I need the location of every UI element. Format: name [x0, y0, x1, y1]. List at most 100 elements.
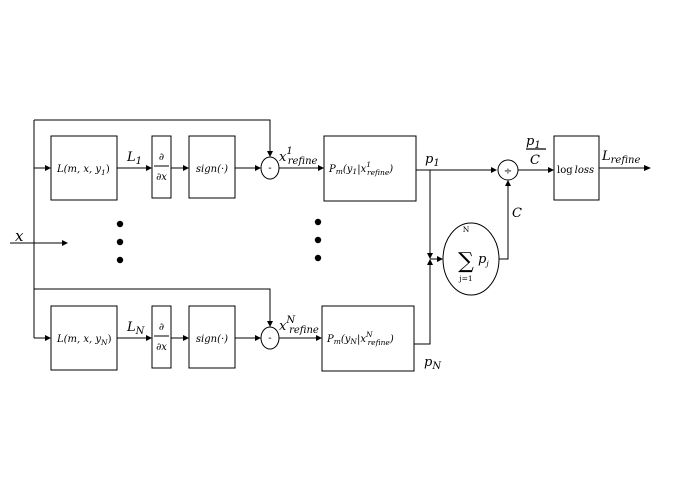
svg-text:LN: LN	[126, 320, 146, 337]
top-prob-bar: |x	[357, 164, 366, 175]
left-ellipsis	[116, 220, 124, 264]
right-ellipsis-dot	[314, 236, 322, 244]
bottom-prob-fn-m: m	[334, 337, 341, 346]
top-prob-out-sub: 1	[433, 158, 439, 169]
input-arrowhead	[62, 240, 68, 246]
log-loss-out-sub: refine	[611, 155, 641, 166]
bottom-prob-arg: (y	[341, 334, 351, 345]
bottom-minus-out-arrowhead	[316, 335, 322, 341]
ratio-numerator: p	[526, 134, 535, 149]
bottom-loss-block: L(m, x, yN)	[50, 305, 118, 371]
top-prob-close: )	[388, 164, 393, 175]
top-minus-out-arrowhead	[318, 165, 324, 171]
top-loss-fn-sub: 1	[101, 168, 106, 177]
right-ellipsis-dot	[314, 254, 322, 262]
top-prob-out-label: p	[425, 152, 434, 167]
top-minus-symbol: -	[268, 163, 271, 174]
bottom-prob-bar-sup: N	[365, 330, 373, 339]
sum-input-arrowhead	[437, 256, 443, 262]
bottom-prob-out-sub: N	[431, 361, 442, 372]
bottom-refined-label: x	[279, 319, 287, 334]
sum-out-arrowhead	[505, 180, 511, 186]
bottom-prob-out-arrowhead	[427, 259, 433, 265]
top-loss-out-label: L	[126, 150, 136, 165]
top-prob-bar-sup: 1	[366, 160, 371, 169]
top-sign-out-arrowhead	[255, 165, 261, 171]
left-ellipsis-dot	[116, 238, 124, 246]
svg-text:p1: p1	[526, 134, 541, 151]
left-ellipsis-dot	[116, 220, 124, 228]
ratio-denominator: C	[530, 153, 540, 168]
svg-text:pj: pj	[478, 252, 489, 268]
top-refined-sup: 1	[286, 146, 292, 157]
bottom-prob-close: )	[389, 334, 394, 345]
sum-lower-limit: j=1	[458, 274, 472, 283]
bottom-deriv-box	[151, 305, 172, 369]
top-loss-out-arrowhead	[146, 165, 152, 171]
top-deriv-block: ∂ ∂x	[151, 135, 172, 199]
svg-text:L(m, x, y1): L(m, x, y1)	[56, 164, 110, 177]
ratio-numerator-sub: 1	[534, 140, 540, 151]
log-loss-prefix: log	[557, 165, 573, 176]
top-refined-label: x	[279, 150, 287, 165]
svg-text:Lrefine: Lrefine	[601, 149, 640, 166]
sum-symbol: ∑	[458, 249, 474, 274]
bottom-deriv-out-arrowhead	[183, 335, 189, 341]
top-prob-arg: (y	[343, 164, 353, 175]
log-loss-out-arrowhead	[644, 165, 651, 171]
log-loss-box	[553, 135, 600, 201]
top-loss-block: L(m, x, y1)	[50, 135, 118, 201]
bottom-prob-out-wire	[414, 265, 431, 345]
bottom-loss-fn: L(m, x, y	[56, 334, 101, 345]
bottom-sign-out-arrowhead	[255, 335, 261, 341]
top-prob-branch-arrowhead	[427, 253, 433, 259]
bottom-loss-out-arrowhead	[146, 335, 152, 341]
top-prob-fn-m: m	[336, 167, 343, 176]
top-loss-fn: L(m, x, y	[56, 164, 101, 175]
bottom-minus-symbol: -	[268, 333, 271, 344]
left-ellipsis-dot	[116, 256, 124, 264]
sum-node: N ∑ j=1 pj	[442, 222, 500, 296]
top-deriv-out-arrowhead	[183, 165, 189, 171]
bottom-refined-sup: N	[285, 315, 296, 326]
svg-text:L1: L1	[126, 150, 142, 167]
top-prob-out-arrowhead	[491, 167, 497, 173]
divide-node: ÷	[497, 159, 519, 181]
bottom-refined-sub: refine	[289, 325, 319, 336]
bottom-branch-arrowhead	[45, 335, 51, 341]
sum-term: p	[478, 252, 487, 267]
bottom-loss-box	[50, 305, 118, 371]
sum-out-label: C	[512, 206, 522, 221]
svg-text:L(m, x, yN): L(m, x, yN)	[56, 334, 112, 347]
top-deriv-den: ∂x	[156, 172, 167, 183]
top-sign-box	[188, 135, 236, 199]
bottom-deriv-num: ∂	[159, 322, 164, 333]
top-prob-fn: P	[328, 164, 336, 175]
bottom-minus-node: -	[260, 326, 280, 350]
top-branch-arrowhead	[45, 165, 51, 171]
bottom-loss-fn-sub: N	[100, 338, 108, 347]
top-bypass-wire	[34, 119, 271, 152]
bottom-prob-bar-sub: refine	[368, 338, 391, 347]
svg-text:pN: pN	[424, 355, 442, 372]
bottom-deriv-den: ∂x	[156, 342, 167, 353]
sum-upper-limit: N	[463, 225, 470, 234]
sum-out-wire	[499, 186, 509, 260]
bottom-sign-fn: sign(·)	[196, 334, 228, 345]
bottom-loss-out-sub: N	[135, 326, 146, 337]
bottom-prob-arg-sub: N	[349, 337, 357, 346]
bottom-sign-box	[188, 305, 236, 369]
bottom-bypass-wire	[34, 288, 271, 322]
bottom-sign-block: sign(·)	[188, 305, 236, 369]
input-label: x	[15, 227, 24, 245]
top-prob-arg-sub: 1	[352, 167, 357, 176]
top-deriv-num: ∂	[159, 152, 164, 163]
log-loss-out-label: L	[601, 149, 611, 164]
